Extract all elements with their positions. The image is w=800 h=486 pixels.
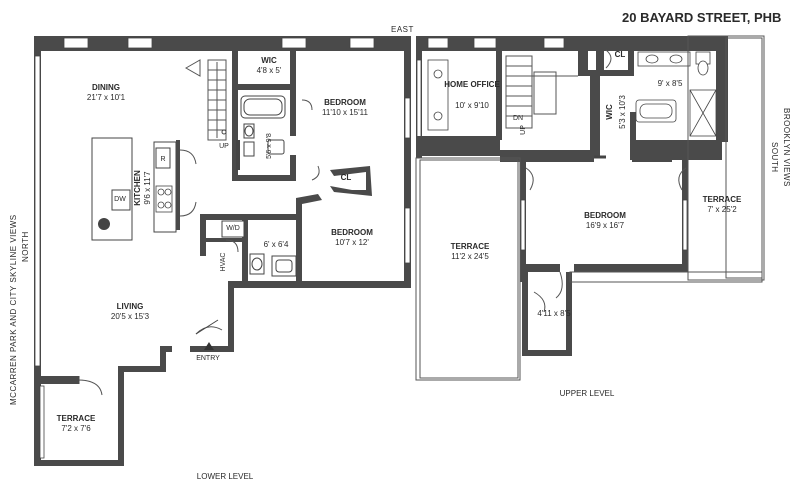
terrace-lower-name: TERRACE (57, 414, 96, 423)
bedroom1-name: BEDROOM (324, 98, 366, 107)
living-dims: 20'5 x 15'3 (111, 312, 150, 321)
west-window (34, 55, 41, 367)
upper-bath-dims: 9' x 8'5 (658, 79, 683, 88)
bath1-dims: 5'6 x 9'8 (266, 133, 273, 159)
wd-name: W/D (226, 225, 240, 232)
lower-level-label: LOWER LEVEL (197, 472, 254, 481)
kitchen-name: KITCHEN (133, 170, 142, 206)
wic-dims: 4'8 x 5' (257, 66, 282, 75)
fridge-label: R (160, 156, 165, 163)
upper-level-label: UPPER LEVEL (560, 389, 615, 398)
west-terrace-name: TERRACE (451, 242, 490, 251)
dw-label: DW (114, 196, 126, 203)
upper-wic-dims: 5'3 x 10'3 (618, 95, 627, 129)
upper-level-plan (415, 35, 765, 381)
upper-bedroom-name: BEDROOM (584, 211, 626, 220)
cl-name: CL (341, 173, 352, 182)
bedroom2-dims: 10'7 x 12' (335, 238, 369, 247)
hvac-name: HVAC (220, 253, 227, 272)
south-wall (232, 281, 411, 288)
west-terrace-dims: 11'2 x 24'5 (451, 252, 489, 261)
east-label: EAST (391, 25, 414, 34)
terrace-lower-dims: 7'2 x 7'6 (61, 424, 91, 433)
east-terrace-dims: 7' x 25'2 (707, 205, 737, 214)
upper-closet-dims: 4'11 x 8'5 (537, 309, 571, 318)
east-terrace-outline (687, 35, 765, 281)
lower-level-plan (34, 36, 411, 466)
kitchen-dims: 9'6 x 11'7 (143, 171, 152, 205)
east-terrace-name: TERRACE (703, 195, 742, 204)
bath2-dims: 6' x 6'4 (264, 240, 289, 249)
north-label: NORTH (21, 231, 30, 262)
address-title: 20 BAYARD STREET, PHB (622, 10, 781, 25)
living-name: LIVING (117, 302, 144, 311)
dining-name: DINING (92, 83, 120, 92)
dining-dims: 21'7 x 10'1 (87, 93, 126, 102)
kitchen-island (91, 137, 133, 241)
entry-label: ENTRY (196, 355, 220, 362)
west-views-label: MCCARREN PARK AND CITY SKYLINE VIEWS (9, 214, 18, 405)
bedroom1-dims: 11'10 x 15'11 (322, 108, 368, 117)
stair-dn-label: DN (513, 115, 523, 122)
south-label: SOUTH (770, 142, 779, 173)
stair-up-upper-label: UP (520, 125, 527, 135)
stair-up-label: UP (219, 143, 229, 150)
east-wall (404, 36, 411, 286)
upper-cl-name: CL (615, 50, 626, 59)
bedroom2-name: BEDROOM (331, 228, 373, 237)
upper-wic-name: WIC (605, 104, 614, 120)
office-name: HOME OFFICE (444, 80, 500, 89)
upper-north-wall (416, 36, 728, 51)
wic-name: WIC (261, 56, 277, 65)
office-dims: 10' x 9'10 (455, 101, 489, 110)
west-terrace-outline (415, 157, 521, 381)
east-views-label: BROOKLYN VIEWS (782, 108, 791, 187)
upper-bedroom-dims: 16'9 x 16'7 (586, 221, 625, 230)
